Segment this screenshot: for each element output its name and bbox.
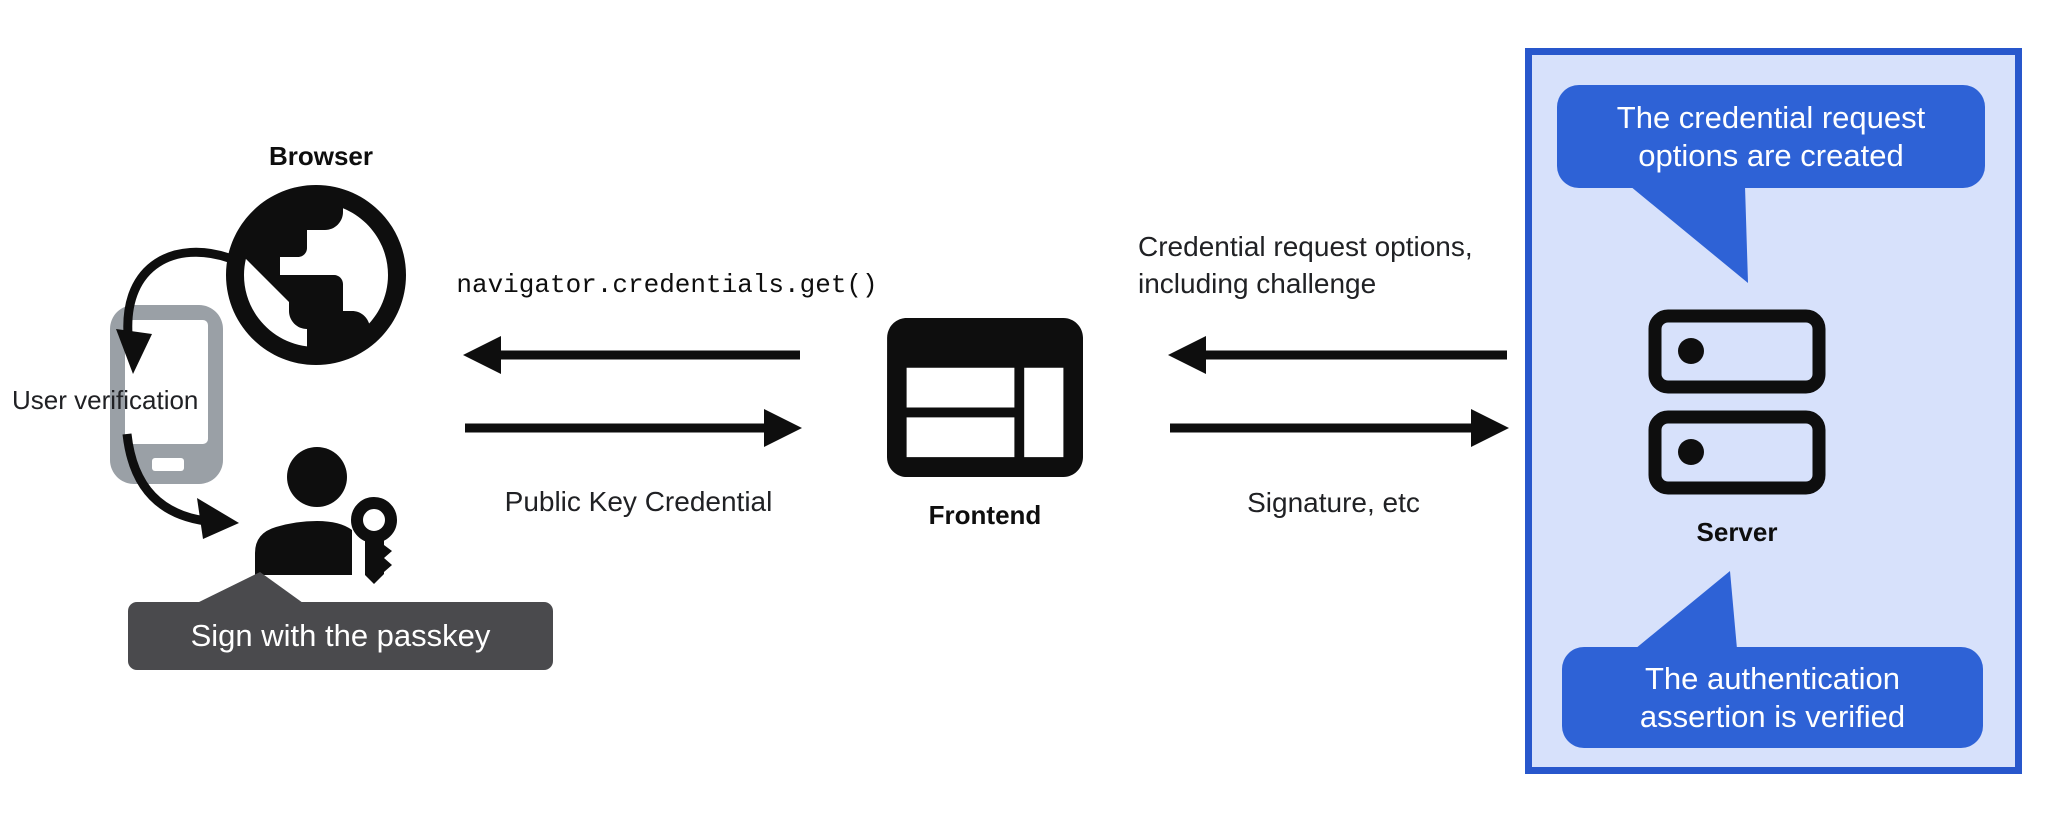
browser-label: Browser — [268, 141, 374, 171]
user-verification-label: User verification — [12, 385, 199, 415]
arrow-frontend-to-browser — [463, 336, 800, 374]
passkey-tooltip: Sign with the passkey — [128, 602, 553, 670]
public-key-credential-label: Public Key Credential — [504, 486, 773, 517]
signature-label: Signature, etc — [1247, 487, 1420, 518]
globe-icon — [226, 185, 406, 365]
key-icon — [351, 497, 397, 584]
arrow-frontend-to-server — [1170, 409, 1509, 447]
arrow-browser-to-frontend — [465, 409, 802, 447]
server-callout-bottom: The authentication assertion is verified — [1562, 647, 1983, 748]
server-callout-top: The credential request options are creat… — [1557, 85, 1985, 188]
arrow-server-to-frontend — [1168, 336, 1507, 374]
arrow-browser-to-phone — [116, 247, 231, 374]
frontend-label: Frontend — [928, 500, 1042, 530]
credentials-get-call-label: navigator.credentials.get() — [456, 270, 878, 300]
web-window-icon — [887, 318, 1083, 478]
credential-request-options-label: Credential request options, including ch… — [1138, 231, 1473, 299]
tooltip-pointer — [197, 572, 303, 603]
person-icon — [255, 447, 352, 575]
server-label: Server — [1696, 517, 1778, 547]
arrow-phone-to-person — [122, 433, 239, 539]
